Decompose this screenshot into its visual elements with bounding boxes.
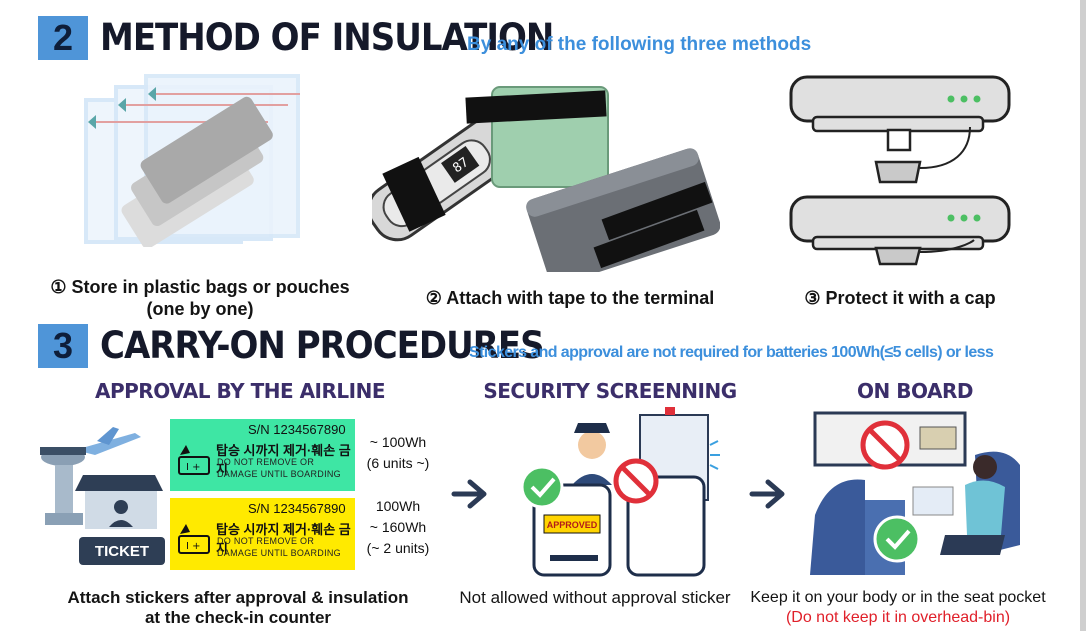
section-title-carry-on: CARRY-ON PROCEDURES	[100, 324, 545, 368]
method-1-caption-line1: ① Store in plastic bags or pouches	[50, 277, 350, 297]
sticker-warning-line2: DAMAGE UNTIL BOARDING	[217, 469, 341, 479]
sticker-warning-line1: DO NOT REMOVE OR	[217, 457, 315, 467]
section-subtitle-insulation: By any of the following three methods	[467, 34, 812, 55]
step-heading-on-board: ON BOARD	[857, 379, 973, 403]
approval-sticker-green: I + S/N 1234567890 탑승 시까지 제거·훼손 금지 DO NO…	[170, 419, 355, 491]
approval-caption-line1: Attach stickers after approval & insulat…	[67, 588, 409, 607]
sticker-green-bg	[170, 419, 355, 491]
sticker-korean-warning: 탑승 시까지 제거·훼손 금지	[216, 443, 351, 477]
battery-fire-icon: I +	[178, 524, 210, 554]
approved-label: APPROVED	[547, 520, 598, 530]
spec-green-line2: (6 units ~)	[366, 455, 430, 471]
approval-caption-line2: at the check-in counter	[144, 608, 332, 627]
arrow-right-icon	[451, 479, 487, 509]
method-1-caption-line2: (one by one)	[146, 299, 254, 319]
approval-sticker-yellow: I + S/N 1234567890 탑승 시까지 제거·훼손 금지 DO NO…	[170, 498, 355, 570]
ticket-label: TICKET	[95, 543, 149, 560]
taped-batteries-illustration: 87	[372, 86, 720, 272]
on-board-caption-line2: (Do not keep it in overhead-bin)	[785, 609, 1011, 626]
spec-yellow-line3: (~ 2 units)	[366, 540, 430, 556]
sticker-yellow-bg	[170, 498, 355, 570]
spec-yellow-line2: ~ 160Wh	[369, 519, 427, 535]
method-3-caption: ③ Protect it with a cap	[804, 288, 996, 308]
spec-yellow-line1: 100Wh	[375, 498, 421, 514]
svg-text:I +: I +	[186, 541, 201, 552]
airline-counter-illustration: TICKET	[40, 427, 165, 565]
on-board-caption-line1: Keep it on your body or in the seat pock…	[750, 589, 1046, 606]
spec-green-line1: ~ 100Wh	[369, 434, 427, 450]
arrow-right-icon	[749, 479, 785, 509]
section-title-insulation: METHOD OF INSULATION	[100, 16, 554, 60]
step-heading-approval: APPROVAL BY THE AIRLINE	[95, 379, 385, 403]
security-caption: Not allowed without approval sticker	[459, 588, 731, 607]
on-board-illustration	[810, 411, 1020, 575]
security-screening-illustration: APPROVED	[520, 407, 720, 577]
svg-text:I +: I +	[186, 462, 201, 473]
sticker-serial: S/N 1234567890	[248, 422, 346, 437]
section-number-2: 2	[38, 16, 88, 60]
page-edge-bar	[1080, 0, 1086, 631]
battery-fire-icon: I +	[178, 445, 210, 475]
section-subtitle-carry-on: Stickers and approval are not required f…	[469, 344, 994, 361]
sticker-serial: S/N 1234567890	[248, 501, 346, 516]
sticker-korean-warning: 탑승 시까지 제거·훼손 금지	[216, 522, 351, 556]
capped-batteries-illustration	[789, 75, 1011, 266]
step-heading-security: SECURITY SCREENNING	[483, 379, 737, 403]
svg-text:87: 87	[450, 155, 471, 176]
method-2-caption: ② Attach with tape to the terminal	[425, 288, 715, 308]
section-number-3: 3	[38, 324, 88, 368]
plastic-bags-illustration	[84, 74, 300, 247]
sticker-warning-line1: DO NOT REMOVE OR	[217, 536, 315, 546]
sticker-warning-line2: DAMAGE UNTIL BOARDING	[217, 548, 341, 558]
